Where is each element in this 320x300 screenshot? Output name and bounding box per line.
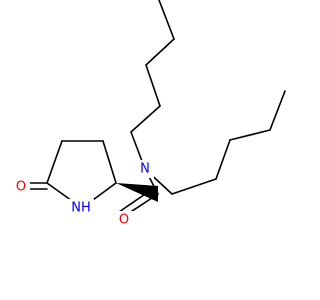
bond-c3-c2	[102, 140, 117, 184]
atom-label-amide-nitrogen: N	[140, 162, 150, 177]
mask-lactam-oxygen	[12, 178, 30, 196]
mask-amide-oxygen	[115, 211, 133, 229]
atom-label-amide-oxygen: O	[119, 213, 129, 228]
mask-ring-nitrogen	[68, 199, 94, 217]
mask-amide-nitrogen	[136, 160, 154, 178]
bond-pentyl2-4	[229, 129, 271, 141]
atom-label-ring-nitrogen: NH	[71, 201, 91, 216]
bond-amide-carbonyl-b	[118, 187, 155, 213]
molecule-structure: O NH O N	[12, 0, 286, 229]
bond-pentyl1-2	[130, 105, 161, 133]
bond-pentyl1-3	[145, 64, 161, 107]
stereo-wedge-bond	[116, 183, 158, 202]
bond-pentyl2-2	[171, 178, 217, 195]
bond-pentyl1-5	[158, 0, 175, 40]
bond-pentyl2-5	[269, 90, 286, 131]
bond-c5-c4	[46, 140, 63, 184]
bond-pentyl1-4	[145, 38, 175, 66]
atom-label-lactam-oxygen: O	[16, 180, 26, 195]
bond-pentyl2-3	[215, 139, 231, 180]
